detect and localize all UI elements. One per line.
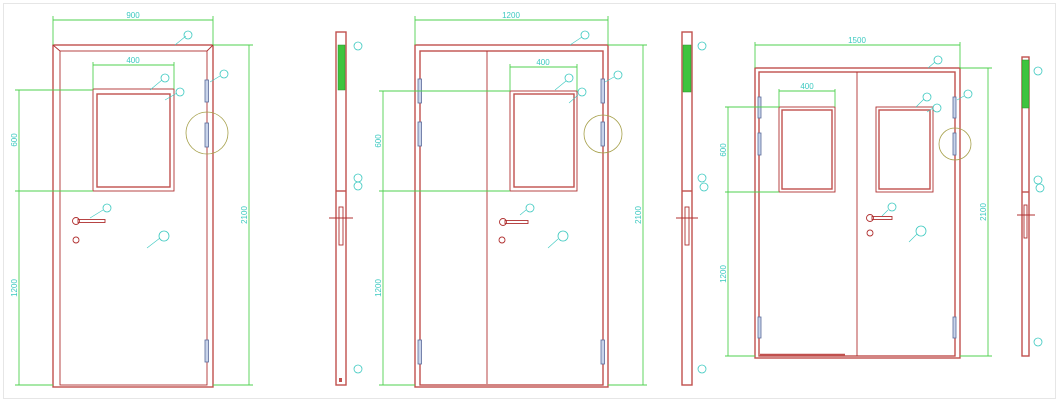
window-frame-left [778,106,836,193]
hinge-icon [757,316,762,339]
seal-strip [682,44,692,93]
detail-circle [185,111,229,155]
unequal-double-door-section [676,31,709,386]
unequal-double-door-elevation: 1200 400 600 1200 2100 [374,11,647,388]
hinge-icon [600,78,605,104]
hinge-icon [952,96,957,119]
dimension-lower-height: 1200 [719,265,728,283]
single-door-section [329,31,363,386]
hinge-icon [757,132,762,156]
dimension-window-height: 600 [374,134,383,148]
seal-strip [337,44,346,91]
drawing-sheet [3,3,1056,399]
hinge-icon [952,132,957,156]
detail-circle [938,127,972,161]
hinge-icon [417,339,422,365]
dimension-window-width: 400 [800,82,814,91]
dimension-overall-height: 2100 [240,206,249,224]
callout-balloons [881,55,973,243]
lock-icon [866,229,874,237]
double-door-elevation: 1500 400 600 1200 2100 [719,36,992,359]
hinge-icon [952,316,957,339]
dimension-window-height: 600 [719,143,728,157]
hinge-icon [204,79,209,103]
window-frame [509,90,578,192]
dimension-overall-width: 1500 [848,36,866,45]
hinge-icon [600,121,605,147]
dimension-overall-height: 2100 [979,203,988,221]
handle-icon [72,217,106,225]
handle-icon [866,214,893,222]
door-frame [754,67,961,359]
lock-icon [72,236,80,244]
seal-strip [1021,59,1030,109]
dimension-lower-height: 1200 [374,279,383,297]
window-glass [513,93,575,188]
hinge-icon [600,339,605,365]
dimension-window-width: 400 [536,58,550,67]
door-frame [52,44,214,388]
hinge-icon [417,121,422,147]
callout-balloons [89,30,229,249]
hinge-icon [204,339,209,363]
window-frame [92,88,175,192]
lock-icon [498,236,506,244]
hinge-icon [204,122,209,148]
window-frame-right [875,106,934,193]
double-door-section [1017,56,1045,357]
dimension-overall-width: 1200 [502,11,520,20]
single-door-elevation: 900 400 600 1200 2100 [10,11,253,388]
dimension-lower-height: 1200 [10,279,19,297]
dimension-window-width: 400 [126,56,140,65]
door-leaf [59,50,208,386]
dimension-window-height: 600 [10,133,19,147]
door-leaf [419,50,604,386]
handle-icon [499,218,529,226]
hinge-icon [757,96,762,119]
detail-circle [583,114,623,154]
window-glass [96,93,171,188]
callout-balloons [519,30,623,249]
door-frame [414,44,609,388]
dimension-overall-width: 900 [126,11,140,20]
dimension-overall-height: 2100 [634,206,643,224]
